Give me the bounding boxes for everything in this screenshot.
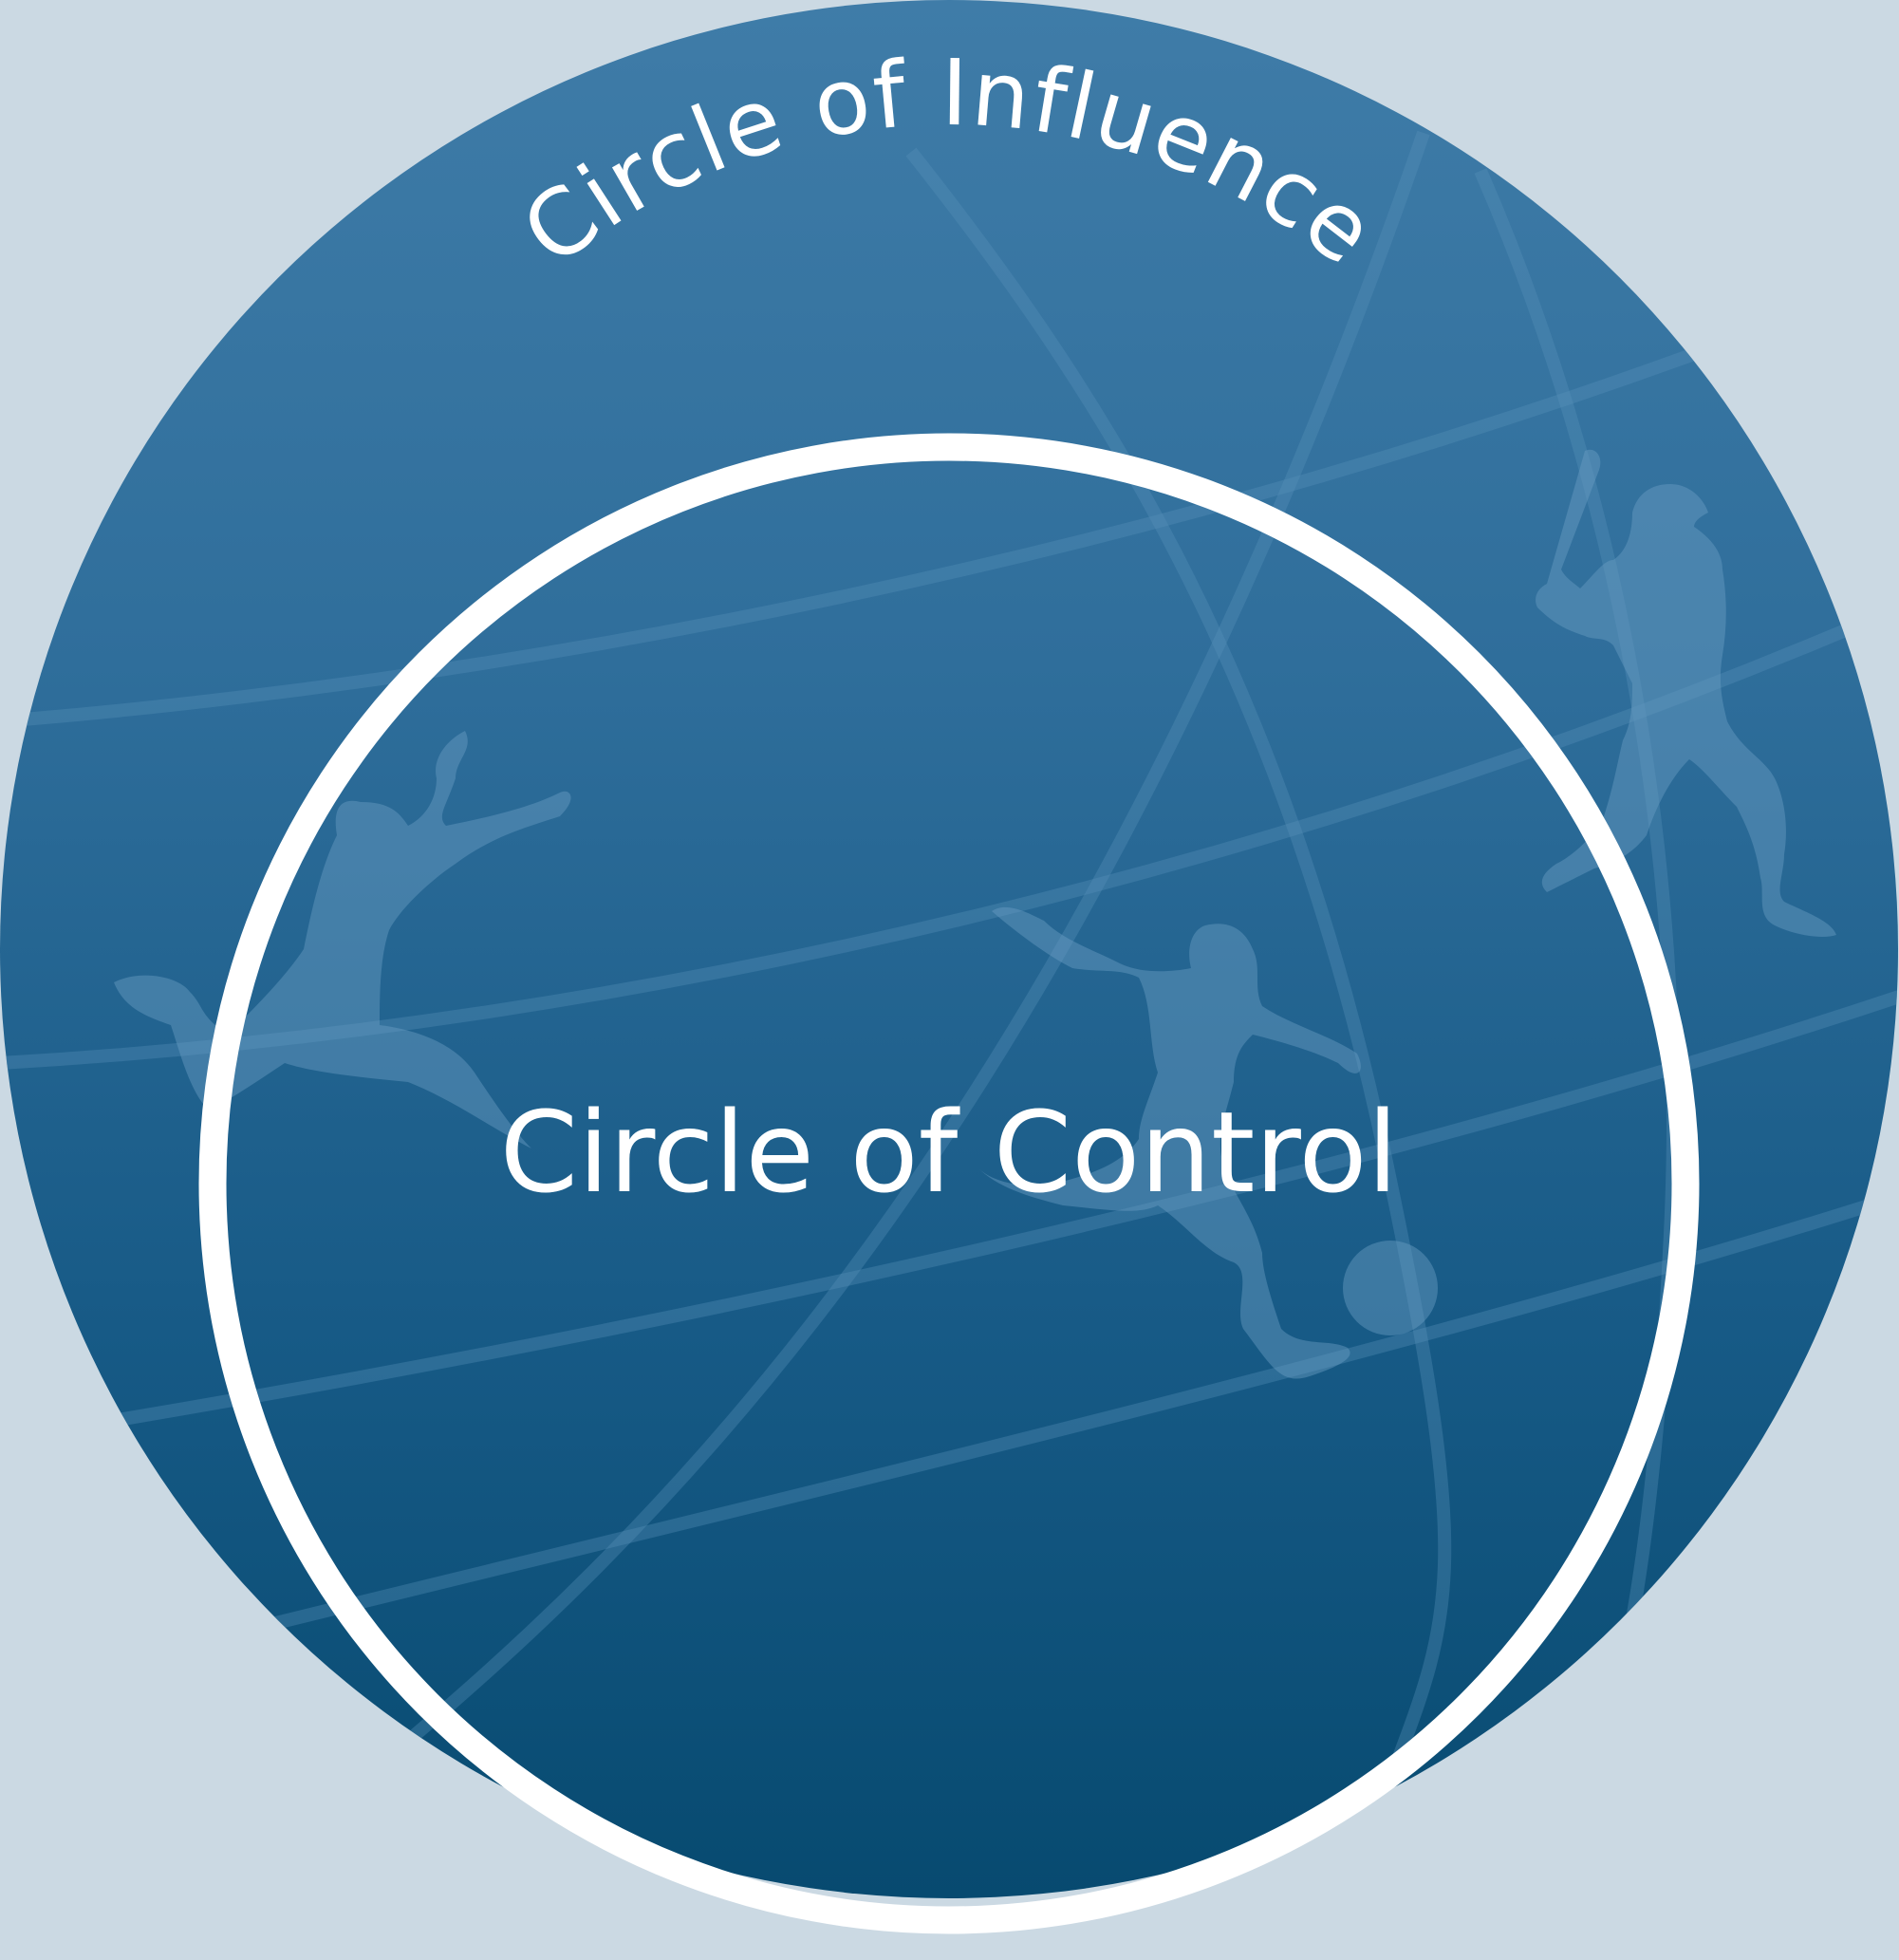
- baseball-batter-silhouette-icon: [1536, 449, 1836, 937]
- ball-icon: [1343, 1241, 1438, 1335]
- soccer-player-silhouette-icon: [977, 906, 1361, 1379]
- inner-circle-label: Circle of Control: [500, 1087, 1399, 1218]
- outer-circle: [0, 0, 1898, 1898]
- inner-circle: [198, 433, 1700, 1934]
